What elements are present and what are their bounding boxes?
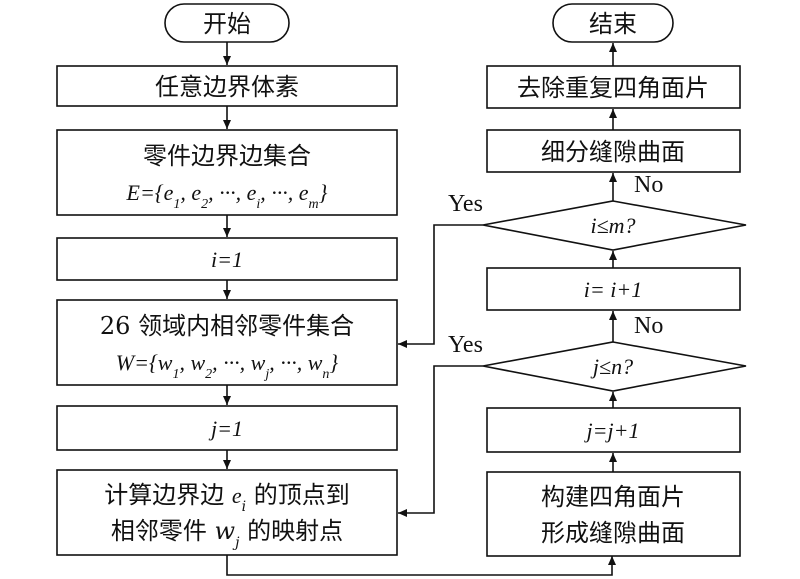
arrow-compute-to-build — [226, 555, 616, 576]
end-terminal — [552, 3, 674, 43]
build-line2: 形成缝隙曲面 — [541, 519, 685, 547]
i-increment-label: i= i+1 — [584, 277, 642, 302]
yes-label-j: Yes — [448, 332, 483, 358]
start-label: 开始 — [203, 10, 251, 38]
arrow-icond-yes-to-neighbor — [398, 224, 483, 348]
j-increment-label: j=j+1 — [584, 418, 640, 443]
j-init-label: j=1 — [208, 416, 243, 441]
any-voxel-box — [56, 65, 398, 107]
end-label: 结束 — [589, 10, 637, 38]
subdivide-box — [486, 129, 741, 173]
remove-duplicate-box — [486, 65, 741, 109]
i-condition-label: i≤m? — [590, 213, 635, 238]
j-init-box — [56, 405, 398, 451]
remove-duplicate-label: 去除重复四角面片 — [517, 74, 709, 102]
neighbor-set-title: 26 领域内相邻零件集合 — [100, 312, 354, 340]
build-line1: 构建四角面片 — [541, 483, 685, 511]
edge-set-title: 零件边界边集合 — [143, 142, 311, 170]
edge-set-box — [56, 129, 398, 216]
j-condition-diamond — [482, 341, 747, 392]
i-condition-diamond — [482, 200, 747, 251]
i-increment-box — [486, 267, 741, 311]
arrow-jcond-yes-to-compute — [398, 365, 483, 517]
j-condition-label: j≤n? — [590, 354, 633, 379]
yes-label-i: Yes — [448, 191, 483, 217]
j-increment-box — [486, 407, 741, 453]
any-voxel-label: 任意边界体素 — [155, 73, 299, 101]
subdivide-label: 细分缝隙曲面 — [541, 138, 685, 166]
i-init-label: i=1 — [211, 247, 243, 272]
compute-box — [56, 469, 398, 556]
build-patch-box — [486, 471, 741, 557]
no-label-i: No — [634, 172, 663, 198]
no-label-j: No — [634, 313, 663, 339]
